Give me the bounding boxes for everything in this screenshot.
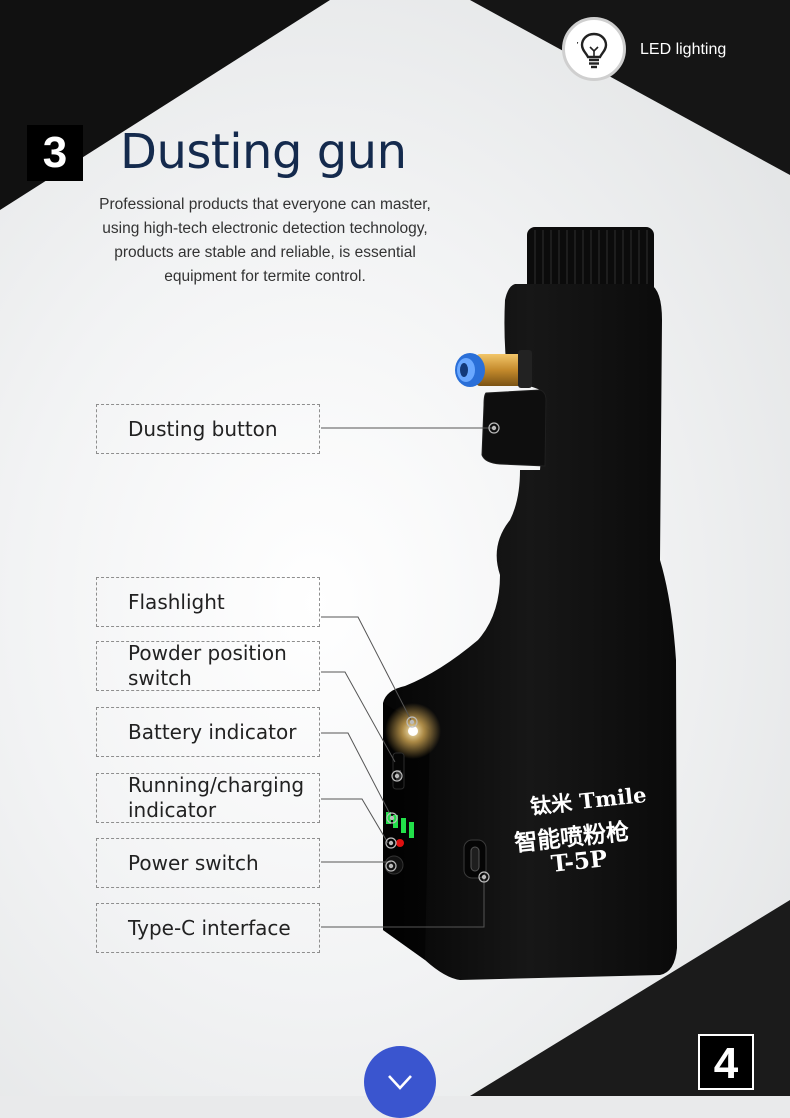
- led-feature-label: LED lighting: [640, 41, 727, 58]
- callout-label: Type-C interface: [128, 915, 291, 940]
- callout-powder-position-switch: Powder position switch: [96, 641, 320, 691]
- next-section-number-badge: 4: [698, 1034, 754, 1090]
- power-switch-knob: [384, 855, 404, 875]
- callout-label: Battery indicator: [128, 719, 297, 744]
- callout-label: Powder position switch: [128, 641, 287, 690]
- chevron-down-icon: [388, 1075, 412, 1090]
- callout-battery-indicator: Battery indicator: [96, 707, 320, 757]
- description-line: products are stable and reliable, is ess…: [114, 244, 416, 261]
- section-number-badge: 3: [27, 125, 83, 181]
- callout-running-charging-indicator: Running/charging indicator: [96, 773, 320, 823]
- callout-label: Flashlight: [128, 589, 225, 614]
- callout-markers: [385, 422, 500, 883]
- dusting-button: [481, 389, 547, 467]
- callout-power-switch: Power switch: [96, 838, 320, 888]
- gun-cap: [527, 227, 654, 297]
- led-feature-badge: [562, 17, 626, 81]
- callout-label: Power switch: [128, 850, 259, 875]
- callout-flashlight: Flashlight: [96, 577, 320, 627]
- lightbulb-icon: [577, 32, 608, 69]
- description-line: using high-tech electronic detection tec…: [102, 220, 428, 237]
- running-indicator-led: [396, 839, 404, 847]
- description-line: equipment for termite control.: [164, 268, 366, 285]
- description-line: Professional products that everyone can …: [99, 196, 431, 213]
- gun-body: [383, 284, 677, 980]
- callout-label: Dusting button: [128, 416, 278, 441]
- callout-type-c-interface: Type-C interface: [96, 903, 320, 953]
- callout-label: Running/charging indicator: [128, 773, 305, 822]
- callout-dusting-button: Dusting button: [96, 404, 320, 454]
- product-description: Professional products that everyone can …: [85, 193, 445, 289]
- callout-leader-lines: [321, 427, 494, 928]
- air-fitting: [455, 350, 532, 388]
- scroll-down-button[interactable]: [364, 1046, 436, 1118]
- page-title: Dusting gun: [120, 124, 407, 180]
